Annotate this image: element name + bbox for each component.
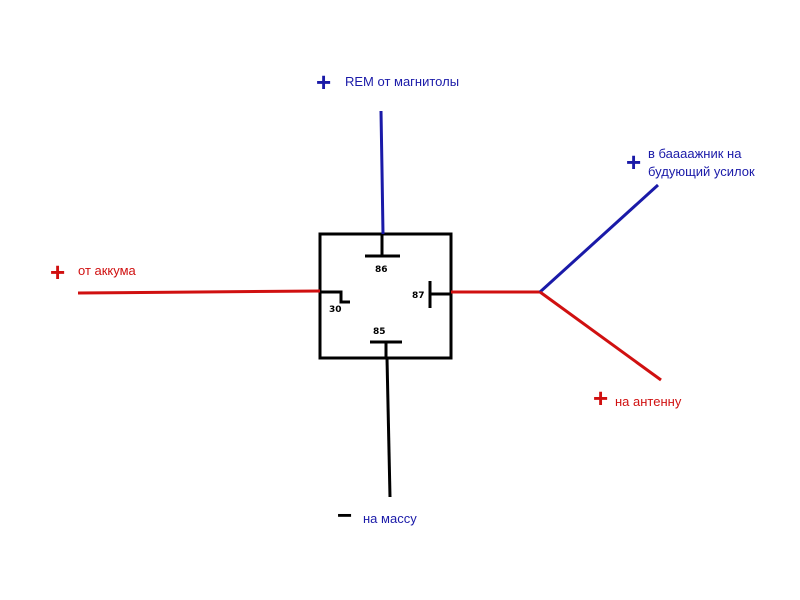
ground-wire <box>385 357 392 498</box>
antenna-label: на антенну <box>615 394 682 409</box>
ground-label: на массу <box>363 511 417 526</box>
trunk-plus-sign: + <box>626 147 642 177</box>
rem-wire <box>379 110 385 235</box>
pin-85-label: 85 <box>373 327 386 337</box>
trunk-label-line1: в баааажник на <box>648 146 742 161</box>
rem-label: REM от магнитолы <box>345 74 460 89</box>
trunk-amp-wire <box>538 183 660 294</box>
pin-30-contact <box>320 290 350 304</box>
pin-87-label: 87 <box>412 291 425 301</box>
rem-plus-sign: + <box>316 67 332 97</box>
ground-minus-sign: − <box>337 500 353 530</box>
antenna-plus-sign: + <box>593 383 609 413</box>
antenna-wire <box>539 290 662 382</box>
pin-30-label: 30 <box>329 305 342 315</box>
battery-wire <box>77 289 321 295</box>
battery-plus-sign: + <box>50 257 66 287</box>
battery-label: от аккума <box>78 263 136 278</box>
pin-86-label: 86 <box>375 265 388 275</box>
trunk-label-line2: будующий усилок <box>648 164 755 179</box>
